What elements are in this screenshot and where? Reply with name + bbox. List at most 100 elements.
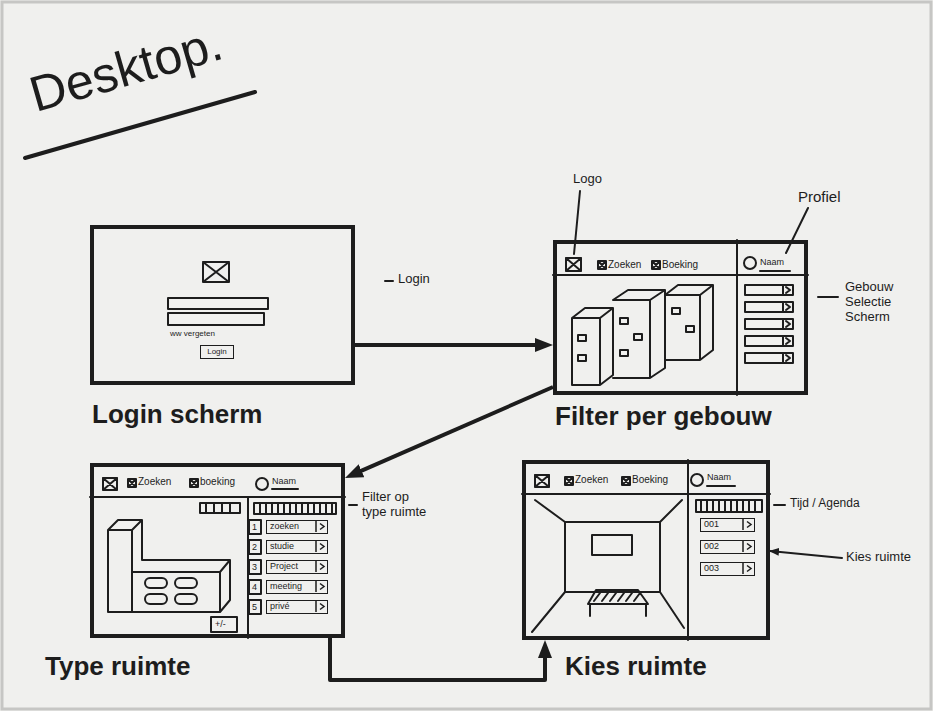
logo-icon bbox=[566, 258, 581, 271]
floor-number: 2 bbox=[252, 542, 257, 552]
button-label: meeting bbox=[270, 581, 302, 592]
screen-caption: Kies ruimte bbox=[565, 652, 707, 682]
button-label: Login bbox=[207, 346, 227, 357]
chevron-icon bbox=[315, 541, 327, 552]
floor-number: 5 bbox=[252, 602, 257, 612]
profile-icon bbox=[691, 474, 703, 486]
room-oval bbox=[145, 578, 167, 588]
profile-icon bbox=[256, 478, 268, 490]
screen-caption: Filter per gebouw bbox=[555, 402, 772, 432]
time-bar bbox=[696, 500, 762, 512]
annotation-text: Tijd / Agenda bbox=[790, 497, 860, 511]
profile-name: Naam bbox=[272, 476, 296, 486]
building-illustration bbox=[108, 520, 230, 612]
building-windows bbox=[578, 308, 694, 361]
room-screen bbox=[592, 535, 632, 555]
chevron-mark bbox=[743, 541, 751, 552]
floor-number-box bbox=[249, 540, 261, 554]
chevron-mark bbox=[316, 521, 324, 532]
chevron-mark bbox=[316, 541, 324, 552]
nav-item: boeking bbox=[200, 476, 235, 488]
room-table bbox=[588, 590, 648, 616]
chevron-mark bbox=[316, 601, 324, 612]
profile-name: Naam bbox=[760, 257, 784, 267]
floor-ticks bbox=[206, 503, 230, 513]
name-underline bbox=[272, 488, 298, 490]
list-button: 001 bbox=[700, 518, 755, 532]
annotation-text: Kies ruimte bbox=[846, 550, 911, 565]
leader-line bbox=[349, 504, 357, 506]
leader-arrow bbox=[770, 551, 842, 558]
list-button: 003 bbox=[700, 562, 755, 576]
button-label: 003 bbox=[704, 563, 719, 574]
button-label: zoeken bbox=[270, 521, 299, 532]
screen-caption: Login scherm bbox=[92, 400, 262, 430]
button-label: Project bbox=[270, 561, 298, 572]
floor-number-box bbox=[249, 580, 261, 594]
list-button: privé bbox=[266, 600, 328, 614]
nav-item: Zoeken bbox=[575, 474, 608, 486]
chevron-icon bbox=[315, 601, 327, 612]
name-underline bbox=[760, 270, 790, 272]
login-button: Login bbox=[200, 345, 234, 359]
floor-number-box bbox=[249, 520, 261, 534]
profile-icon bbox=[744, 257, 756, 269]
flow-arrow bbox=[330, 638, 545, 680]
list-button: zoeken bbox=[266, 520, 328, 534]
zoom-control: +/- bbox=[215, 619, 226, 629]
list-button: studie bbox=[266, 540, 328, 554]
chevron-icon bbox=[315, 521, 327, 532]
nav-item: Boeking bbox=[662, 259, 698, 271]
screen-divider bbox=[553, 240, 808, 395]
floor-selector bbox=[200, 503, 240, 513]
floor-number: 4 bbox=[252, 582, 257, 592]
profile-name: Naam bbox=[707, 472, 731, 482]
connector-group bbox=[330, 345, 553, 680]
annotation-text: Profiel bbox=[798, 188, 841, 205]
time-ticks bbox=[260, 503, 332, 514]
screen-caption: Type ruimte bbox=[45, 652, 190, 682]
floor-number: 3 bbox=[252, 562, 257, 572]
annotation-text: Login bbox=[398, 272, 430, 287]
chevron-icon bbox=[742, 519, 754, 530]
button-label: studie bbox=[270, 541, 294, 552]
chevron-mark bbox=[743, 563, 751, 574]
chevron-icon bbox=[315, 561, 327, 572]
list-button: Project bbox=[266, 560, 328, 574]
button-label: 002 bbox=[704, 541, 719, 552]
time-ticks bbox=[701, 500, 755, 512]
annotation-text: Filter op type ruimte bbox=[362, 490, 430, 520]
chevron-mark bbox=[316, 581, 324, 592]
nav-item: Zoeken bbox=[608, 259, 641, 271]
room-oval bbox=[175, 594, 197, 604]
wireframe-screen: Login schermLogin bbox=[90, 225, 355, 385]
flow-arrow bbox=[355, 343, 541, 347]
building-illustration bbox=[572, 285, 713, 385]
input-field bbox=[168, 313, 264, 325]
logo-icon bbox=[535, 475, 549, 487]
leader-line bbox=[574, 191, 838, 297]
button-label: privé bbox=[270, 601, 290, 612]
floor-number-box bbox=[249, 560, 261, 574]
zoom-box bbox=[211, 617, 237, 632]
annotation-text: ww vergeten bbox=[170, 329, 215, 338]
leader-line bbox=[385, 280, 393, 282]
list-button: meeting bbox=[266, 580, 328, 594]
image-placeholder bbox=[203, 262, 229, 282]
annotation-text: Logo bbox=[573, 172, 602, 187]
annotation-text: Gebouw Selectie Scherm bbox=[845, 280, 907, 325]
leader-line bbox=[774, 504, 785, 506]
chevron-icon bbox=[783, 285, 790, 363]
chevron-icon bbox=[315, 581, 327, 592]
input-field bbox=[168, 298, 268, 309]
screen-divider bbox=[90, 497, 345, 638]
time-bar bbox=[254, 503, 336, 514]
wireframe-screen: Kies ruimte001002003 bbox=[522, 460, 770, 640]
chevron-mark bbox=[743, 519, 751, 530]
room-illustration bbox=[532, 500, 684, 632]
nav-item: Boeking bbox=[632, 474, 668, 486]
nav-item: Zoeken bbox=[138, 476, 171, 488]
